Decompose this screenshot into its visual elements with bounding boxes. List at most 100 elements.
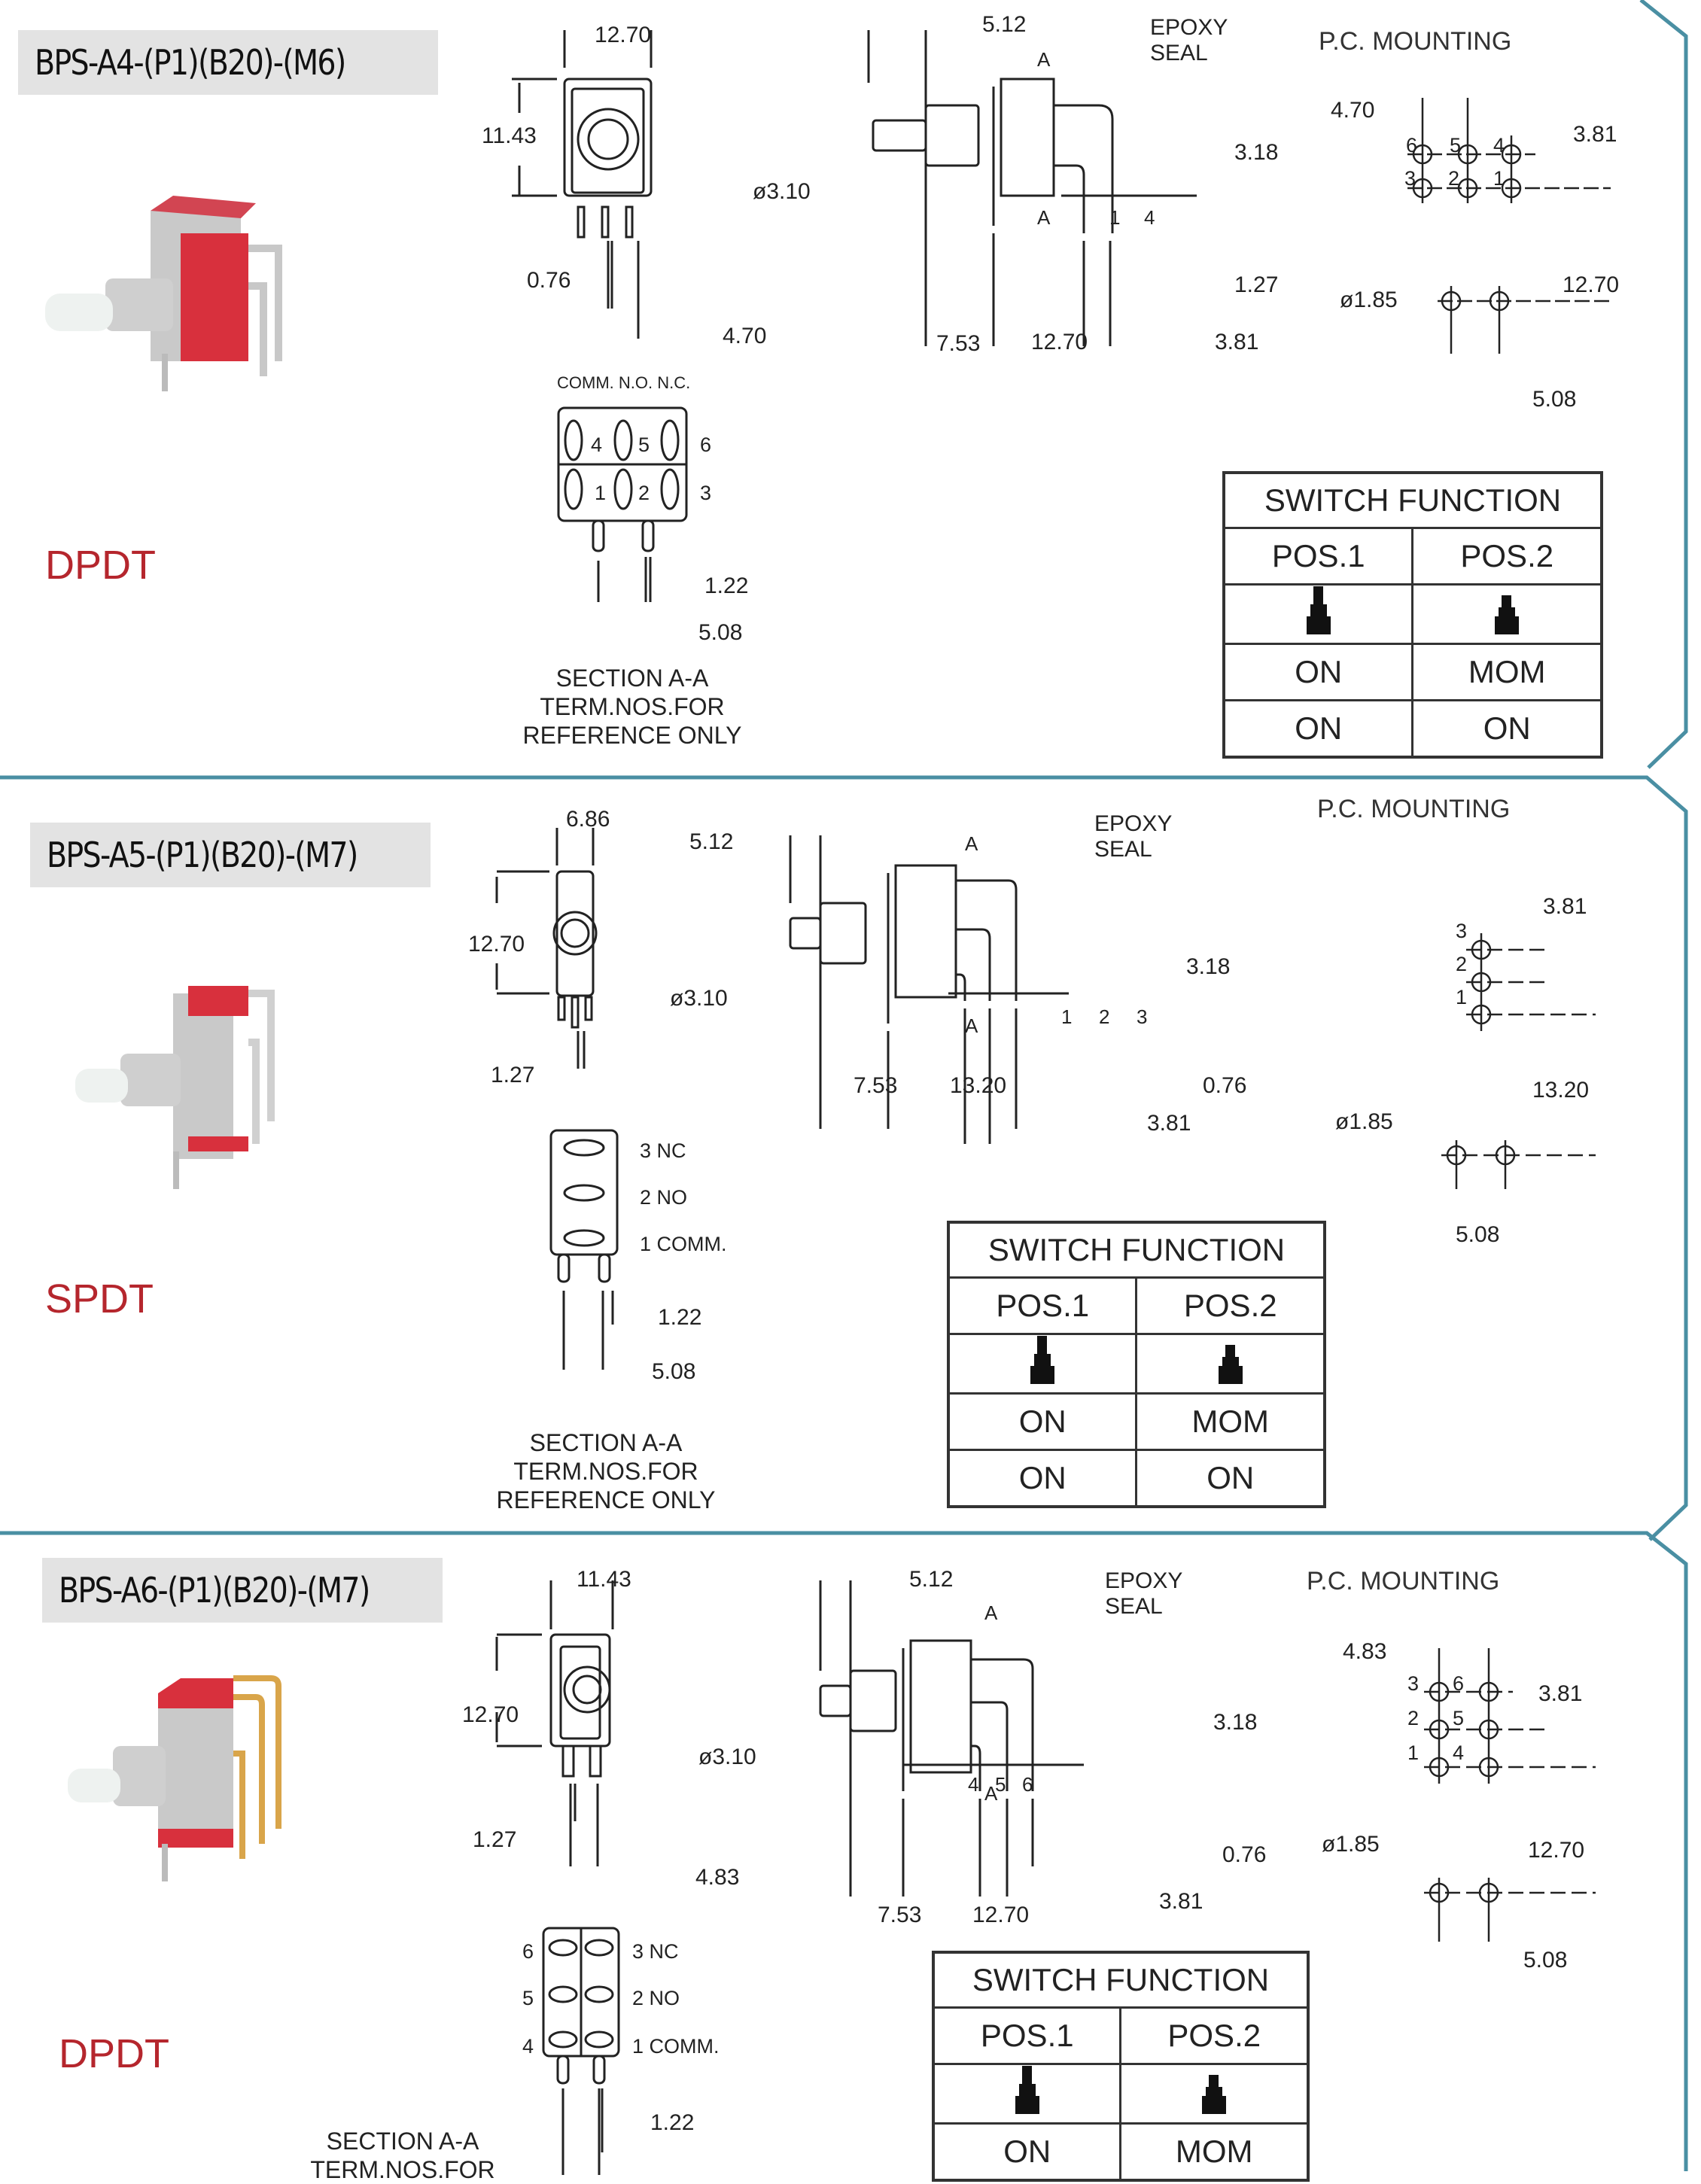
model-title-box: BPS-A4-(P1)(B20)-(M6) (18, 30, 438, 95)
dim-pin-width: 1.22 (650, 2110, 695, 2135)
hole-label: 2 (1407, 1707, 1420, 1729)
side-view-drawing (867, 30, 1197, 346)
dim-pin-pitch: 4.83 (695, 1865, 740, 1890)
section-view-drawing (549, 1129, 619, 1370)
epoxy-label: EPOXY (1094, 811, 1173, 836)
dim-row-spacing: 12.70 (1563, 272, 1620, 297)
dim-plunger-dia: ø3.10 (753, 179, 811, 204)
side-view-drawing (819, 1580, 1084, 1897)
section-marker: A (965, 1014, 978, 1037)
terminal-number: 4 (968, 1773, 979, 1796)
dim-mount-pitch: 5.08 (1456, 1222, 1500, 1247)
switch-function-title: SWITCH FUNCTION (947, 1221, 1326, 1279)
hole-label: 5 (1450, 134, 1462, 157)
front-view-drawing (512, 30, 653, 339)
model-title: BPS-A5-(P1)(B20)-(M7) (47, 835, 358, 875)
plunger-up-icon (1011, 2066, 1044, 2114)
model-title: BPS-A4-(P1)(B20)-(M6) (35, 42, 346, 83)
seal-label: SEAL (1094, 837, 1152, 862)
dim-body: 13.20 (950, 1073, 1007, 1098)
dim-hole-dia: ø1.85 (1340, 287, 1398, 312)
hole-label: 4 (1453, 1741, 1465, 1764)
plunger-down-icon (1490, 586, 1523, 634)
terminal-label: 2 NO (640, 1186, 688, 1209)
column-header: POS.1 (932, 2006, 1122, 2065)
product-photo (68, 1675, 281, 1881)
dim-pin-pitch: 5.08 (698, 620, 743, 645)
pc-mounting-drawing (1441, 933, 1596, 1189)
dim-hole-dia: ø1.85 (1335, 1109, 1393, 1134)
plunger-up-icon (1026, 1336, 1059, 1384)
terminal-label: 1 COMM. (632, 2035, 720, 2058)
hole-label: 2 (1448, 167, 1460, 190)
dim-pin-height: 3.18 (1234, 140, 1279, 165)
dim-width: 12.70 (595, 23, 652, 47)
function-cell: MOM (1135, 1392, 1326, 1451)
column-header: POS.1 (1222, 527, 1414, 586)
hole-label: 1 (1407, 1741, 1420, 1764)
dim-pin-height: 3.18 (1213, 1710, 1258, 1735)
function-cell: ON (1411, 699, 1603, 759)
dim-plunger-dia: ø3.10 (670, 986, 728, 1011)
hole-label: 5 (1453, 1707, 1465, 1729)
hole-label: 6 (1453, 1672, 1465, 1695)
dim-terminal-offset: 0.76 (1203, 1073, 1247, 1098)
function-cell: ON (1222, 699, 1414, 759)
dim-plunger-length: 5.12 (982, 12, 1027, 37)
terminal-label: 1 (595, 482, 607, 504)
dim-mount-pitch: 5.08 (1532, 387, 1577, 412)
dim-pin-spacing: 3.81 (1159, 1889, 1203, 1914)
function-cell: ON (1135, 1449, 1326, 1508)
terminal-label: 2 NO (632, 1987, 680, 2009)
terminal-number: 1 (1109, 206, 1121, 229)
section-note: SECTION A-A TERM.NOS.FOR (310, 2128, 495, 2183)
model-title-box: BPS-A5-(P1)(B20)-(M7) (30, 823, 431, 887)
dim-terminal-offset: 1.27 (1234, 272, 1279, 297)
section-view-drawing (557, 406, 688, 602)
terminal-label: 4 (591, 433, 603, 456)
dim-pin-height: 3.18 (1186, 954, 1231, 979)
terminal-number: 2 (1099, 1005, 1110, 1028)
plunger-down-icon (1214, 1336, 1247, 1384)
frame-section-1 (1639, 0, 1688, 769)
hole-label: 6 (1406, 134, 1418, 157)
seal-label: SEAL (1105, 1594, 1163, 1619)
pole-type: DPDT (45, 543, 156, 588)
hole-label: 3 (1404, 167, 1416, 190)
column-header: POS.2 (1119, 2006, 1310, 2065)
dim-bushing: 7.53 (936, 331, 981, 356)
dim-bushing: 7.53 (854, 1073, 898, 1098)
dim-bushing: 7.53 (878, 1903, 922, 1927)
dim-vertical-pitch: 3.81 (1538, 1681, 1583, 1706)
dim-pin-width: 1.22 (658, 1305, 702, 1330)
section-marker: A (1037, 48, 1051, 71)
dim-horizontal-pitch: 4.83 (1343, 1639, 1387, 1664)
dim-height: 12.70 (462, 1702, 519, 1727)
plunger-down-icon (1197, 2066, 1231, 2114)
section-marker: A (1037, 206, 1051, 229)
side-view-drawing (789, 835, 1069, 1144)
function-cell: MOM (1411, 643, 1603, 701)
function-cell: MOM (1119, 2122, 1310, 2182)
dim-hole-dia: ø1.85 (1322, 1832, 1380, 1857)
column-header: POS.1 (947, 1276, 1138, 1335)
section-header: COMM. N.O. N.C. (557, 373, 691, 392)
terminal-label: 3 NC (640, 1139, 686, 1162)
column-header: POS.2 (1135, 1276, 1326, 1335)
dim-pin-width: 1.22 (704, 573, 749, 598)
terminal-label: 4 (522, 2035, 534, 2058)
switch-function-title: SWITCH FUNCTION (932, 1951, 1310, 2009)
front-view-drawing (495, 828, 598, 1069)
section-note: SECTION A-A TERM.NOS.FOR REFERENCE ONLY (522, 665, 742, 749)
dim-width: 6.86 (566, 807, 610, 832)
dim-row-spacing: 13.20 (1532, 1078, 1590, 1103)
terminal-number: 4 (1144, 206, 1155, 229)
dim-plunger-length: 5.12 (909, 1567, 954, 1592)
dim-mount-pitch: 5.08 (1523, 1948, 1568, 1973)
hole-label: 4 (1493, 134, 1505, 157)
dim-height: 11.43 (482, 123, 537, 148)
dim-terminal-offset: 0.76 (1222, 1842, 1267, 1867)
section-marker: A (984, 1782, 998, 1805)
